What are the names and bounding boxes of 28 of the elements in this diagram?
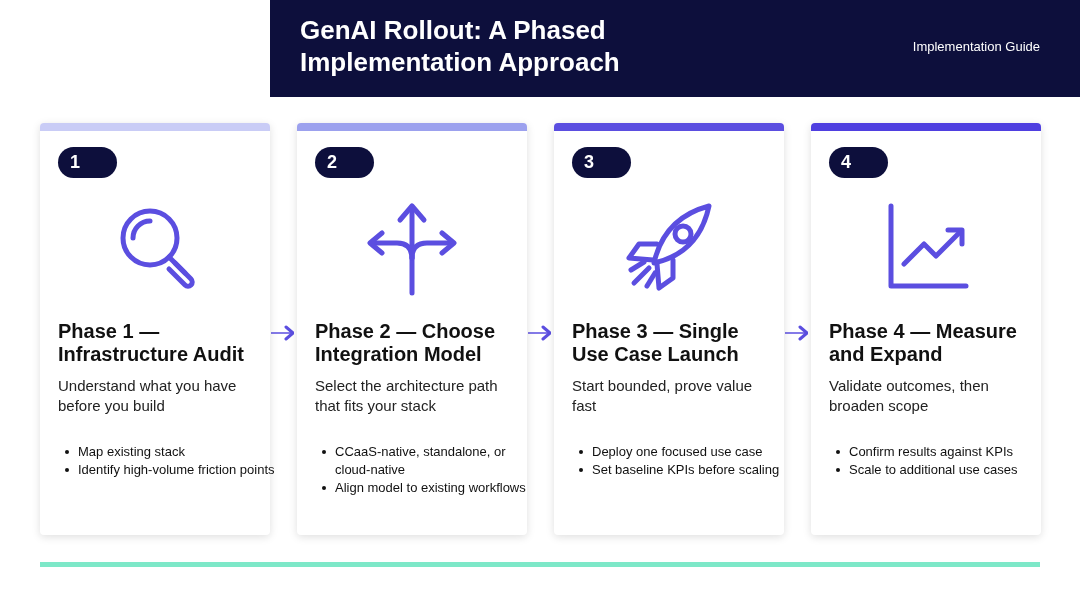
subtitle-tag: Implementation Guide <box>912 39 1040 54</box>
phase-card <box>554 123 784 535</box>
bullet-item: Confirm results against KPIs <box>849 443 1049 461</box>
phase-card <box>811 123 1041 535</box>
bullet-item: CCaaS-native, standalone, or cloud-native <box>335 443 535 479</box>
phase-heading: Phase 2 — Choose Integration Model <box>315 320 497 366</box>
step-number: 4 <box>829 147 888 178</box>
bullet-item: Align model to existing workflows <box>335 479 535 497</box>
phase-heading: Phase 3 — Single Use Case Launch <box>572 320 740 366</box>
phase-card <box>297 123 527 535</box>
bullet-item: Identify high-volume friction points <box>78 461 278 479</box>
phase-description: Start bounded, prove value fast <box>572 376 754 416</box>
bullet-item: Set baseline KPIs before scaling <box>592 461 792 479</box>
step-number: 2 <box>315 147 374 178</box>
chevron-arrow <box>527 325 552 341</box>
step-number: 1 <box>58 147 117 178</box>
phase-description: Validate outcomes, then broaden scope <box>829 376 990 416</box>
chevron-arrow <box>784 325 809 341</box>
phase-description: Understand what you have before you build <box>58 376 238 416</box>
step-number: 3 <box>572 147 631 178</box>
phase-description: Select the architecture path that fits your stack <box>315 376 499 416</box>
title: GenAI Rollout: A Phased Implementation Approach <box>300 14 621 78</box>
phase-heading: Phase 4 — Measure and Expand <box>829 320 1018 366</box>
phase-heading: Phase 1 — Infrastructure Audit <box>58 320 245 366</box>
bullet-item: Map existing stack <box>78 443 278 461</box>
bullet-item: Deploy one focused use case <box>592 443 792 461</box>
bullet-item: Scale to additional use cases <box>849 461 1049 479</box>
chevron-arrow <box>270 325 295 341</box>
